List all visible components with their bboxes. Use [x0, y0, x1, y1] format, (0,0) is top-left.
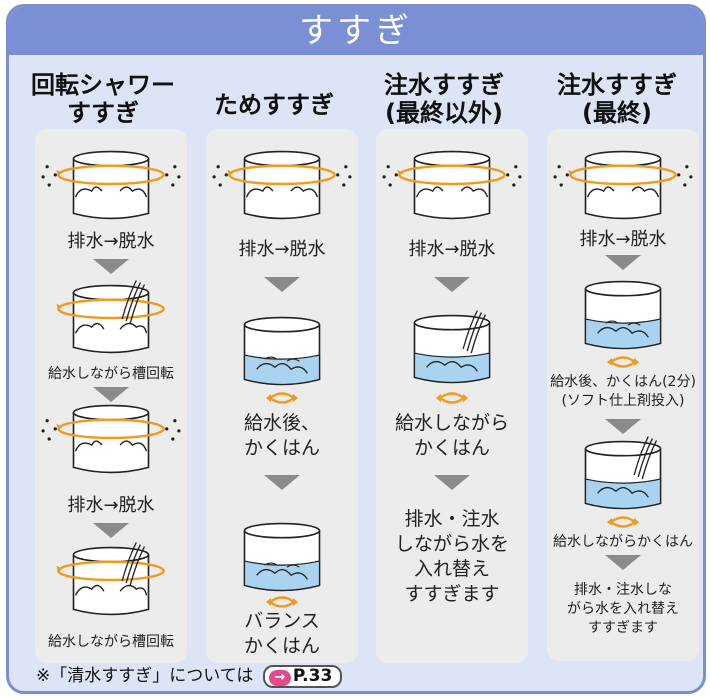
stir-icon	[603, 515, 643, 529]
page-reference-label: P.33	[292, 666, 333, 686]
page-reference-link[interactable]: →P.33	[262, 665, 343, 688]
heading-line: すすぎ	[67, 99, 139, 127]
down-arrow-icon	[93, 259, 129, 274]
heading-pour-rinse-final: 注水すすぎ (最終)	[537, 71, 697, 127]
step-label: 排水→脱水	[238, 239, 326, 260]
step-label: 排水→脱水	[67, 495, 155, 516]
drum-pour-spin-icon	[35, 539, 187, 623]
heading-line: (最終以外)	[385, 99, 503, 127]
drum-spin-drain-icon	[206, 143, 358, 227]
step-label: かくはん	[243, 635, 320, 657]
rinse-panel: すすぎ 回転シャワー すすぎ ためすすぎ 注水すすぎ (最終以外) 注水すすぎ …	[6, 4, 706, 694]
step-label: かくはん	[413, 437, 490, 459]
drum-water-icon	[206, 309, 358, 393]
step-label: がら水を入れ替え	[567, 601, 679, 617]
drum-water-icon	[206, 515, 358, 599]
step-label: 給水後、	[243, 412, 320, 434]
stir-icon	[262, 595, 302, 609]
stir-icon	[432, 391, 472, 405]
heading-rotation-shower: 回転シャワー すすぎ	[23, 71, 183, 127]
heading-line: 注水すすぎ	[384, 71, 504, 99]
down-arrow-icon	[605, 255, 641, 270]
title-bar: すすぎ	[9, 7, 703, 55]
column-pour-rinse-final: 排水→脱水 給水後、かくはん(2分) (ソフト仕上剤投入) 給水しながらかくはん…	[547, 129, 699, 661]
step-label: 排水→脱水	[579, 229, 667, 250]
step-label: 給水しながら	[394, 412, 509, 434]
down-arrow-icon	[605, 419, 641, 434]
column-tame-rinse: 排水→脱水 給水後、 かくはん バランス かくはん	[206, 129, 358, 663]
step-label: すすぎます	[404, 583, 500, 605]
footnote: ※「清水すすぎ」については →P.33	[36, 665, 343, 688]
stir-icon	[603, 355, 643, 369]
step-label: 給水しながら槽回転	[48, 634, 174, 650]
column-rotation-shower: 排水→脱水 給水しながら槽回転 排水→脱水 給水しながら槽回転	[35, 129, 187, 663]
panel-title: すすぎ	[299, 11, 413, 51]
step-label: (ソフト仕上剤投入)	[561, 393, 685, 409]
drum-spin-drain-icon	[35, 397, 187, 481]
stir-icon	[262, 391, 302, 405]
drum-pour-spin-icon	[35, 277, 187, 361]
drum-spin-drain-icon	[35, 143, 187, 227]
down-arrow-icon	[264, 475, 300, 490]
step-label: 排水・注水	[404, 508, 500, 530]
step-label: すすぎます	[588, 620, 658, 636]
drum-water-pour-icon	[547, 433, 699, 517]
heading-pour-rinse-nonfinal: 注水すすぎ (最終以外)	[364, 71, 524, 127]
step-label: バランス	[244, 610, 320, 632]
heading-line: 回転シャワー	[31, 71, 175, 99]
step-label: かくはん	[243, 437, 320, 459]
down-arrow-icon	[93, 523, 129, 538]
down-arrow-icon	[605, 555, 641, 570]
heading-line: (最終)	[582, 99, 652, 127]
heading-line: 注水すすぎ	[557, 71, 677, 99]
step-label: 給水しながらかくはん	[553, 534, 693, 550]
step-label: 排水→脱水	[408, 239, 496, 260]
heading-line: ためすすぎ	[214, 91, 334, 119]
drum-water-icon	[547, 273, 699, 357]
footnote-text: ※「清水すすぎ」については	[36, 666, 254, 686]
heading-tame-rinse: ためすすぎ	[194, 91, 354, 119]
right-arrow-icon: →	[268, 670, 291, 686]
down-arrow-icon	[434, 475, 470, 490]
column-pour-rinse-nonfinal: 排水→脱水 給水しながら かくはん 排水・注水 しながら水を 入れ替え すすぎま…	[376, 129, 528, 663]
step-label: しながら水を	[394, 533, 509, 555]
down-arrow-icon	[264, 277, 300, 292]
drum-water-pour-icon	[376, 307, 528, 391]
down-arrow-icon	[93, 387, 129, 402]
step-label: 給水しながら槽回転	[48, 366, 174, 382]
step-label: 排水・注水しな	[574, 582, 672, 598]
step-label: 入れ替え	[413, 558, 490, 580]
down-arrow-icon	[434, 277, 470, 292]
step-label: 排水→脱水	[67, 231, 155, 252]
step-label: 給水後、かくはん(2分)	[550, 374, 696, 390]
drum-spin-drain-icon	[376, 143, 528, 227]
drum-spin-drain-icon	[547, 143, 699, 227]
